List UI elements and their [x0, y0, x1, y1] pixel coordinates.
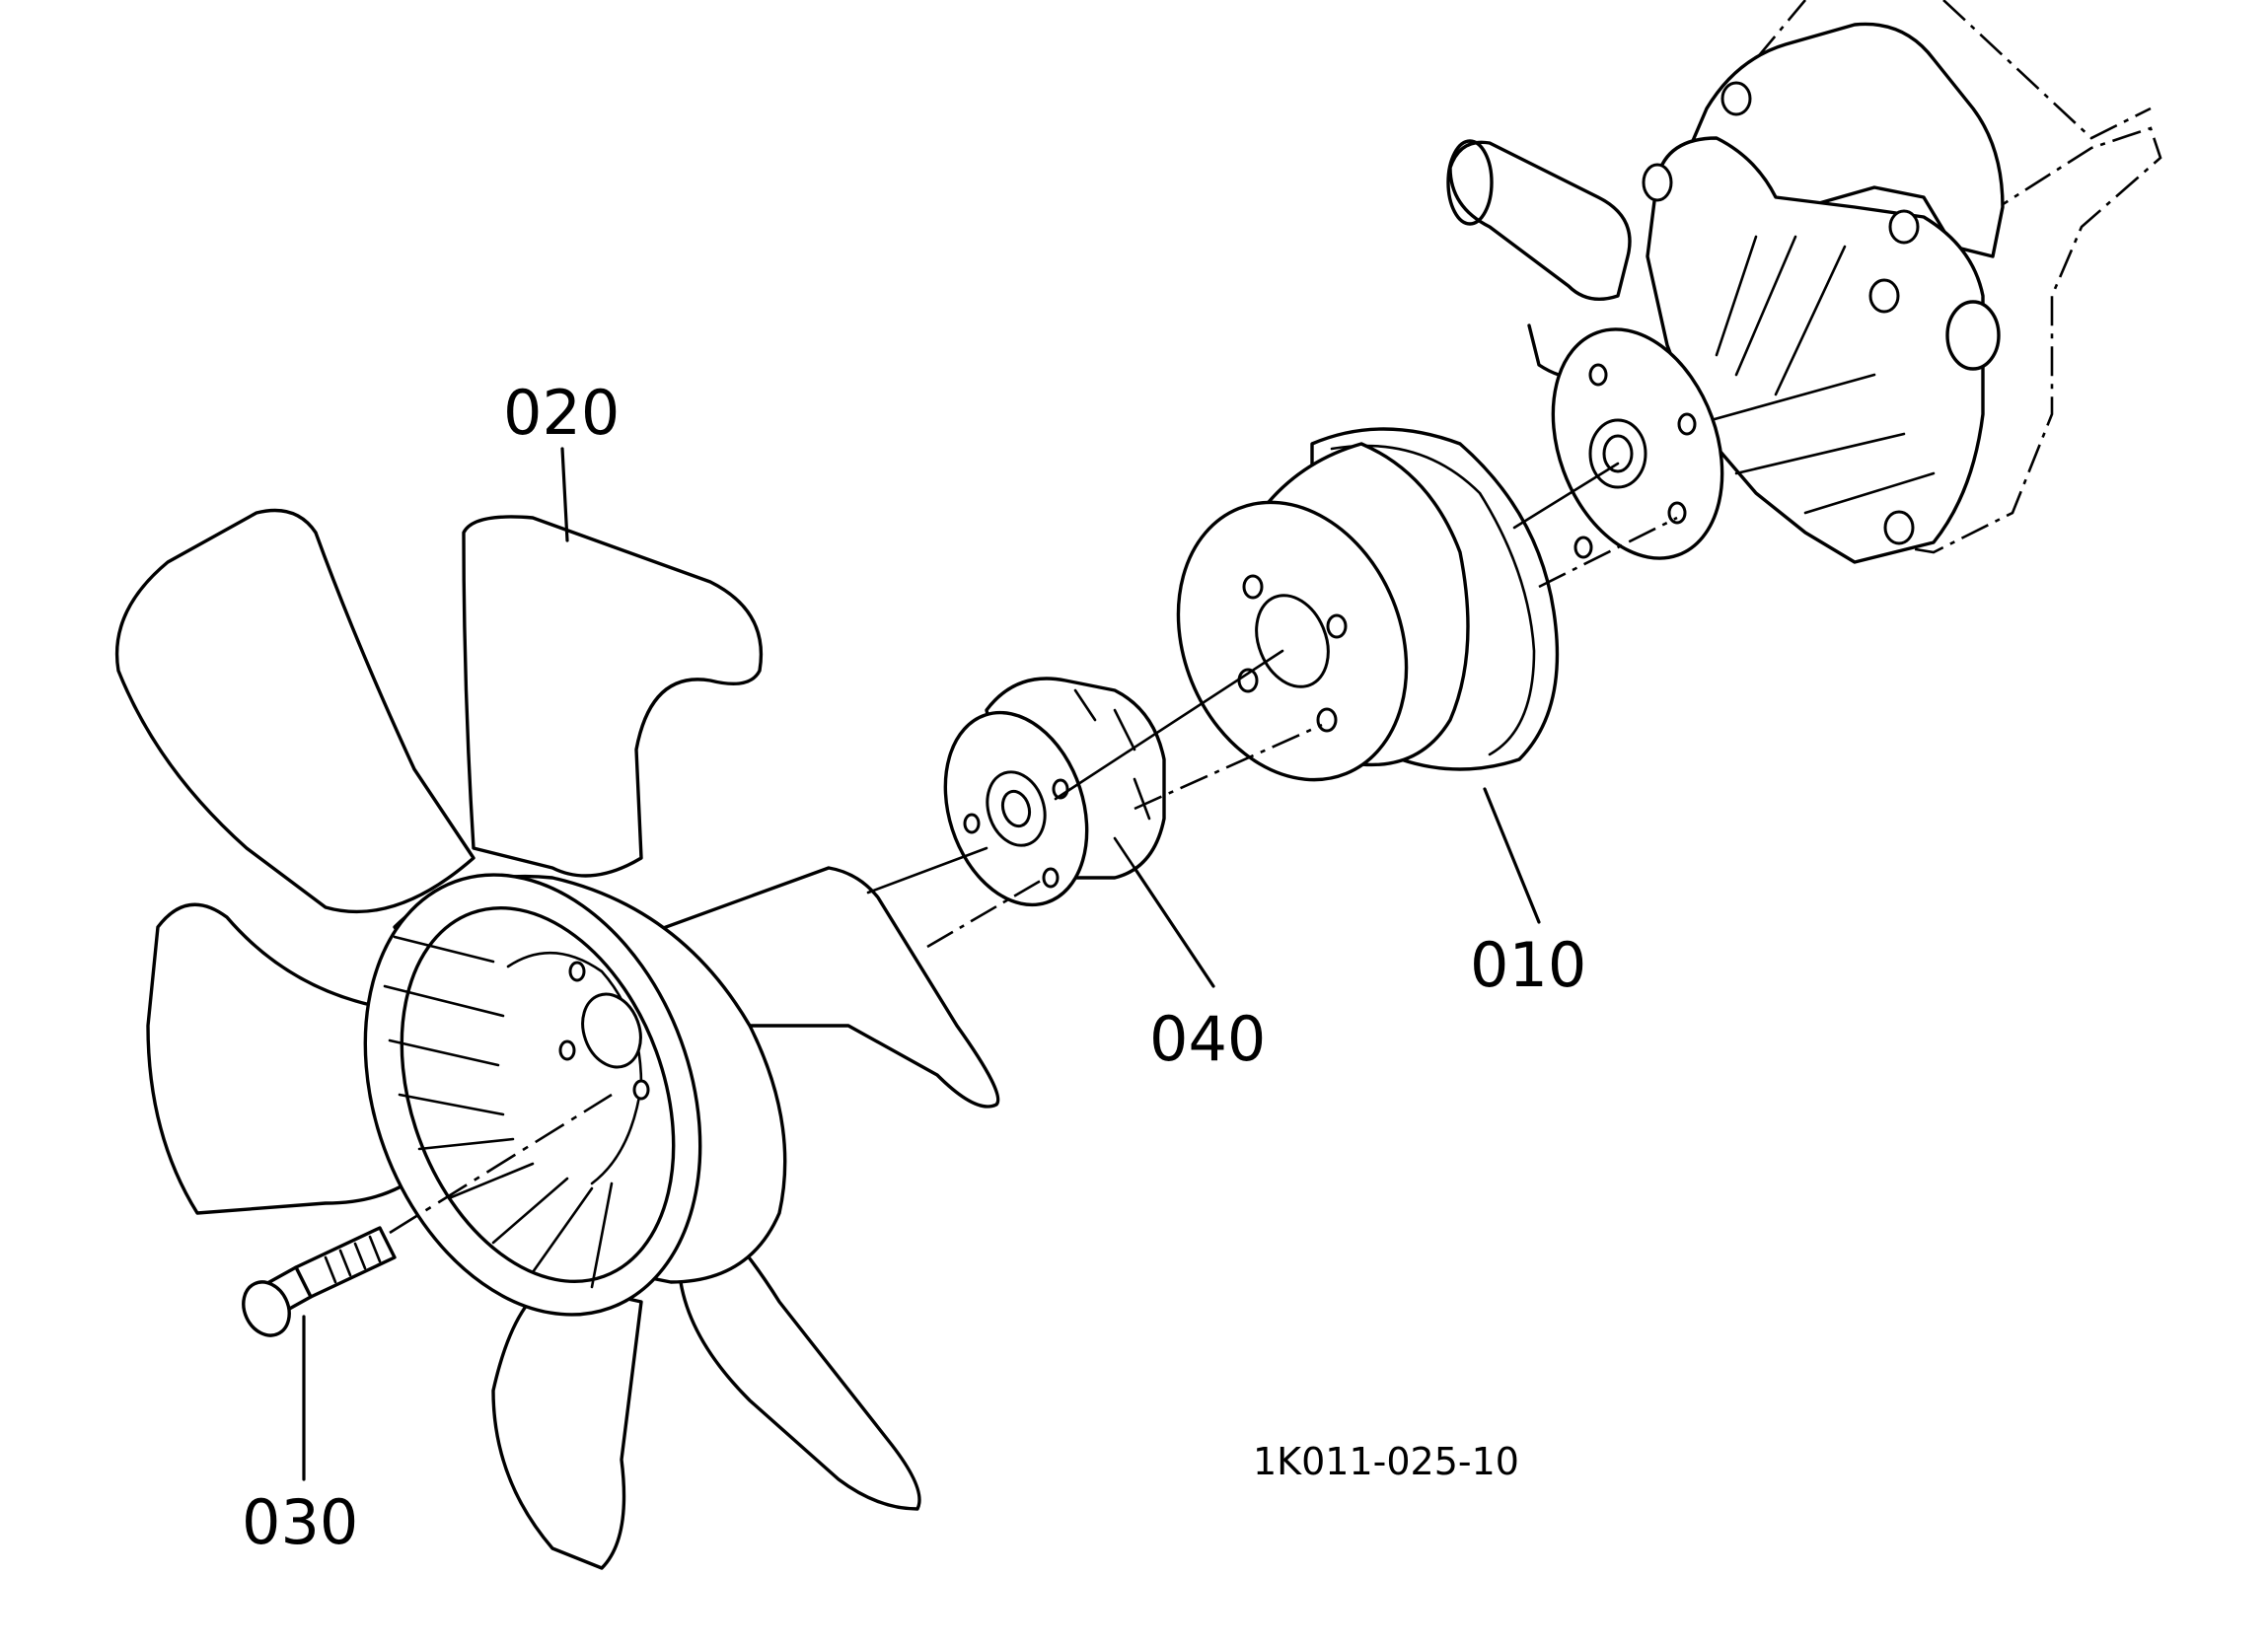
callout-020: 020 — [503, 377, 620, 449]
cooling-fan — [114, 508, 1000, 1570]
water-pump-body — [1446, 0, 2162, 564]
bolt — [242, 1226, 397, 1337]
leader-020 — [560, 447, 569, 542]
callout-030: 030 — [242, 1486, 358, 1558]
callout-010: 010 — [1470, 929, 1586, 1001]
leader-010 — [1483, 787, 1541, 924]
leader-040 — [1133, 866, 1215, 988]
fan-drive-pulley — [1176, 427, 1560, 782]
drawing-code: 1K011-025-10 — [1253, 1440, 1519, 1483]
callout-040: 040 — [1149, 1003, 1266, 1075]
spacer — [943, 677, 1166, 907]
leader-lines — [302, 447, 1541, 1481]
assembly-center-lines — [389, 462, 1678, 1235]
